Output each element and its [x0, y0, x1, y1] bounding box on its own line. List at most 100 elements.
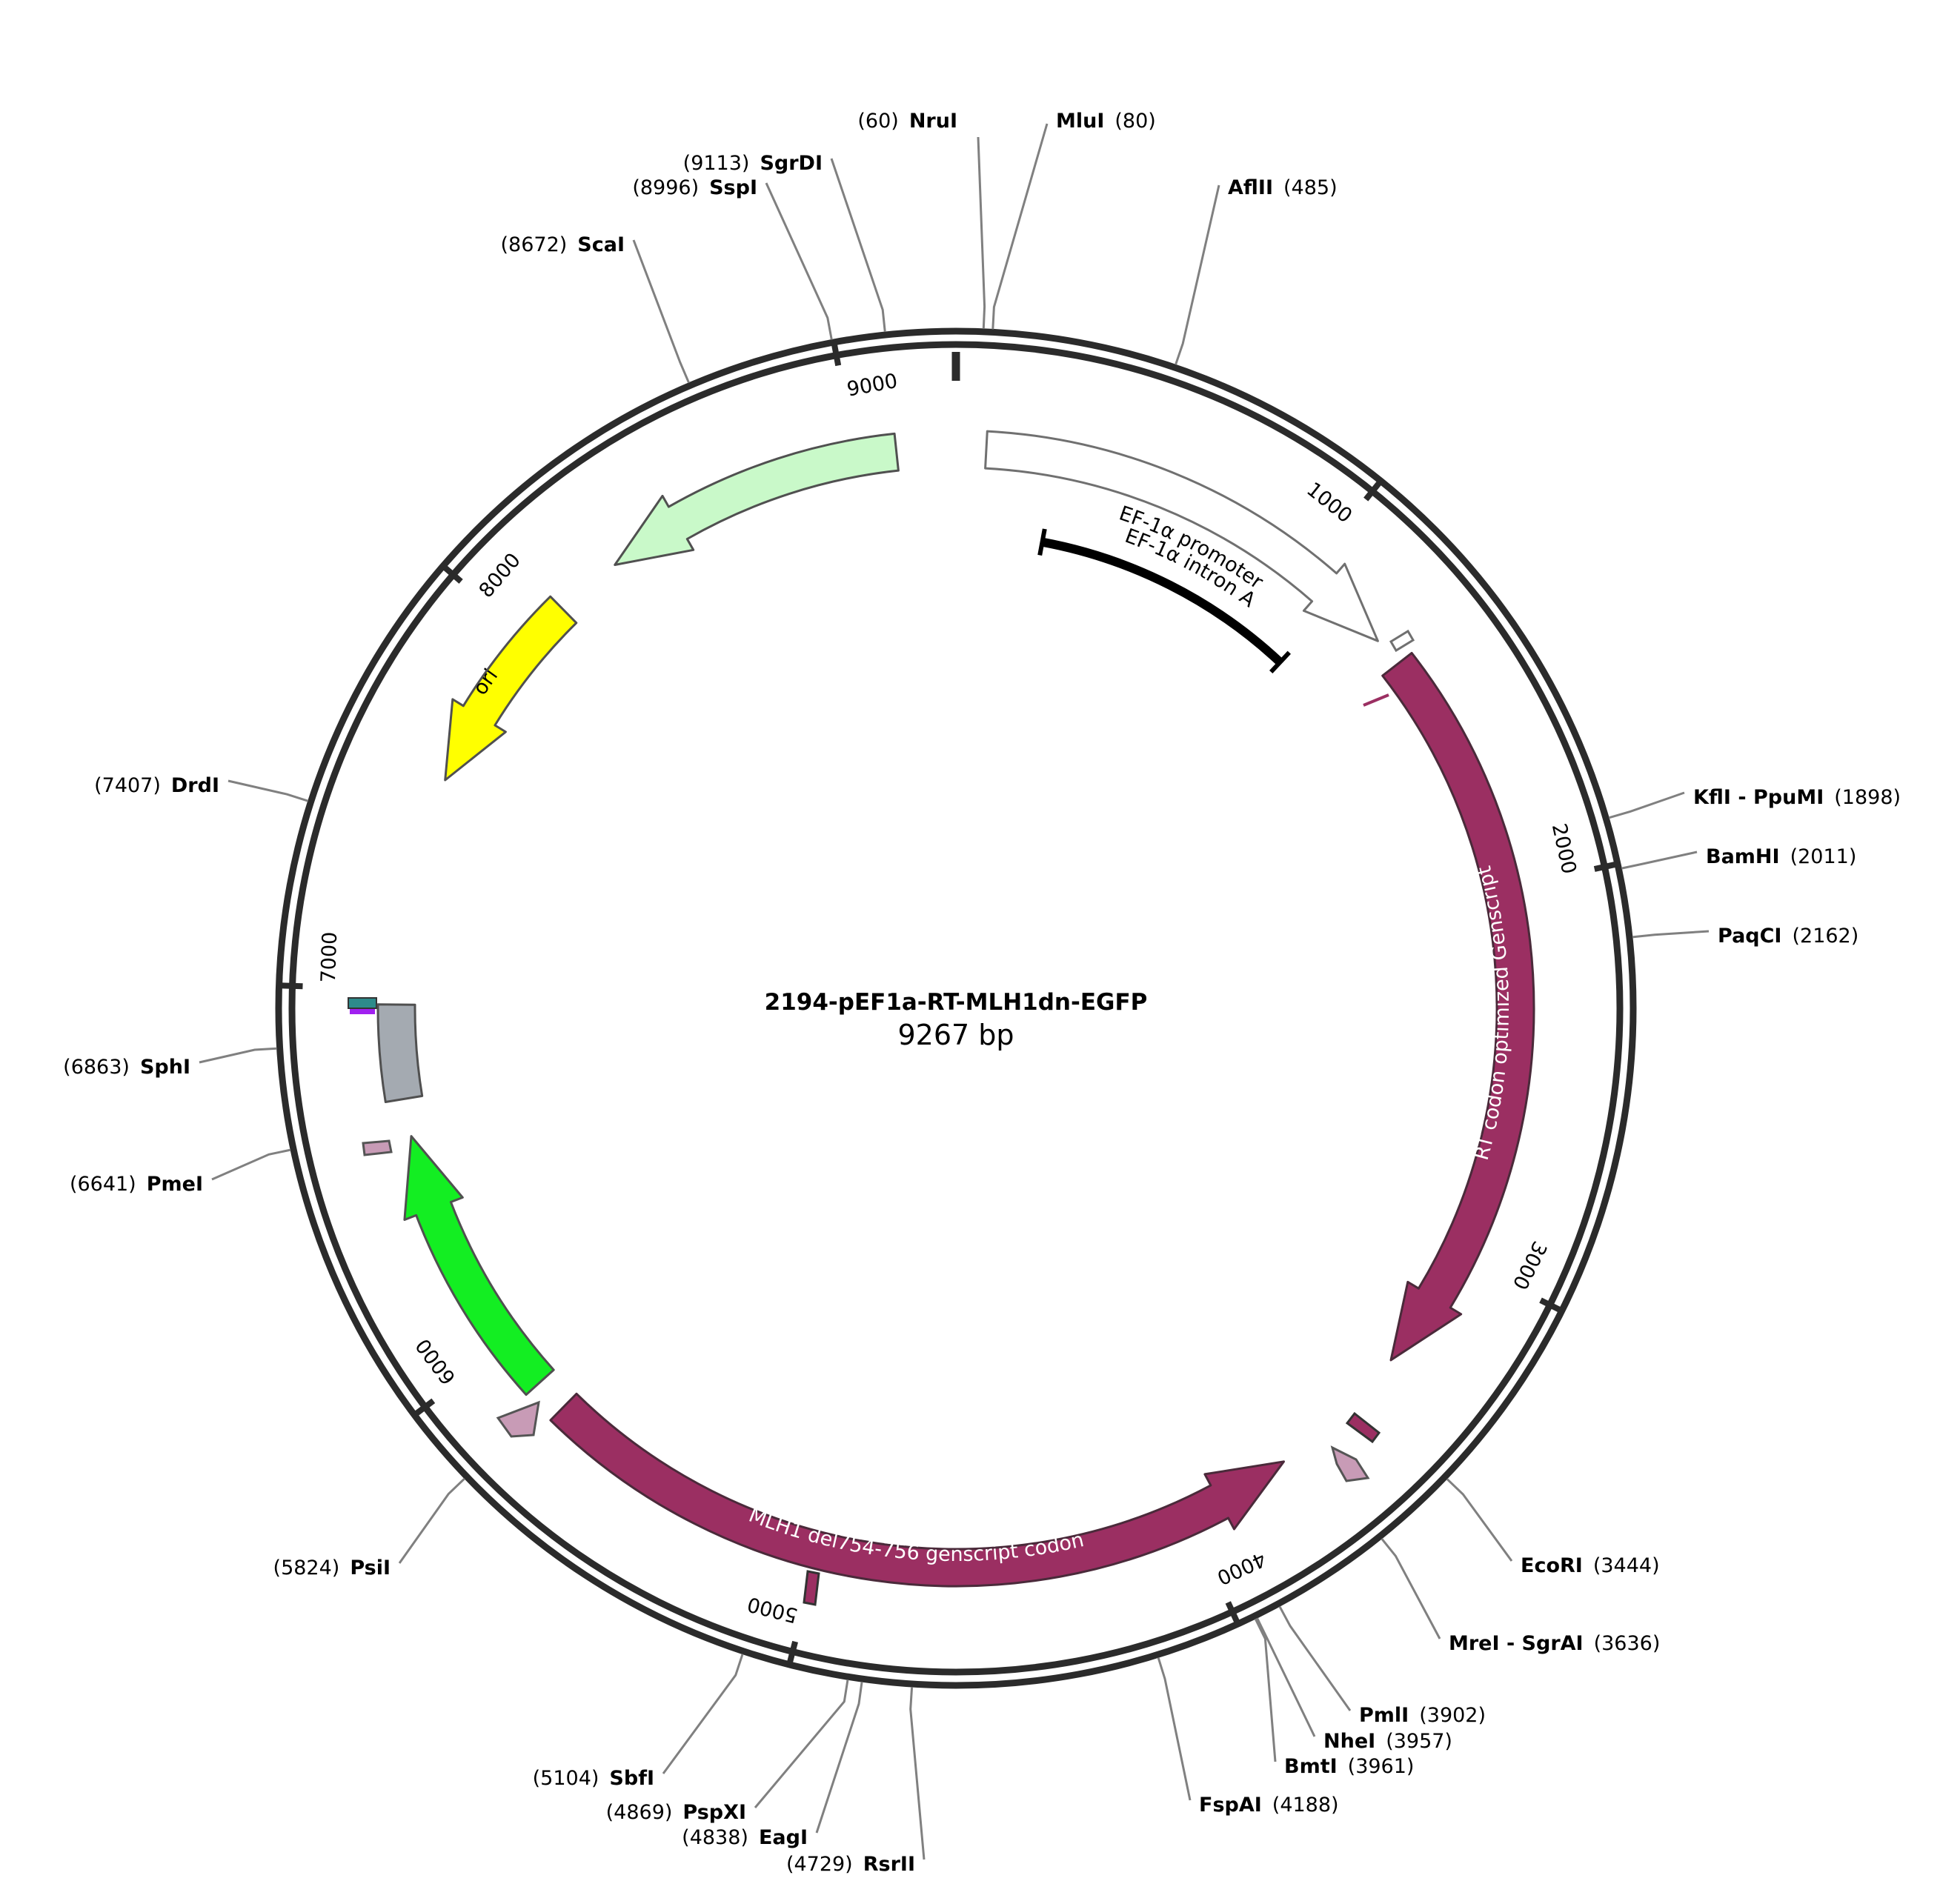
- feature-8-feature: [614, 432, 900, 566]
- tick-1000: [1363, 479, 1383, 502]
- tick-label-3000: 3000: [1508, 1237, 1551, 1293]
- site-pmli: PmlI(3902): [1278, 1605, 1486, 1727]
- site-pspxi: (4869)PspXI: [606, 1679, 849, 1824]
- site-label-bmti: BmtI(3961): [1284, 1755, 1414, 1778]
- small-feature-pink-1: [1330, 1445, 1370, 1482]
- site-mlui: MluI(80): [991, 110, 1156, 330]
- tick-label-6000: 6000: [411, 1334, 460, 1389]
- site-bamhi: BamHI(2011): [1621, 845, 1856, 870]
- site-leader-paqci: [1632, 930, 1710, 939]
- site-leader-sphi: [199, 1047, 277, 1064]
- feature-5-feature: [403, 1135, 555, 1396]
- tick-label-4000: 4000: [1214, 1547, 1269, 1589]
- tick-label-2000: 2000: [1547, 822, 1581, 876]
- site-kfli-ppumi: KflI - PpuMI(1898): [1608, 786, 1901, 819]
- site-fspai: FspAI(4188): [1157, 1657, 1339, 1817]
- site-label-scai: (8672)ScaI: [501, 233, 625, 256]
- site-leader-mlui: [991, 123, 1049, 330]
- feature-6-feature: [376, 1003, 424, 1103]
- backbone-outer-ring: [275, 327, 1637, 1689]
- rt-codon-optimized-genscript-feature: RT codon optimized Genscript: [1381, 651, 1535, 1362]
- site-leader-kfli-ppumi: [1608, 791, 1685, 819]
- small-feature-teal: [348, 997, 377, 1009]
- site-label-ecori: EcoRI(3444): [1521, 1554, 1660, 1577]
- tick-label-1000: 1000: [1302, 478, 1356, 527]
- site-rsrii: (4729)RsrII: [786, 1687, 926, 1876]
- tick-8000: [441, 563, 463, 584]
- feature-6-arrow: [376, 1003, 424, 1103]
- site-leader-pspxi: [754, 1679, 849, 1808]
- site-label-pmli: PmlI(3902): [1359, 1704, 1486, 1727]
- tick-label-9000: 9000: [846, 370, 900, 402]
- site-leader-psii: [398, 1477, 465, 1564]
- ori-arrow: [444, 595, 578, 782]
- site-aflii: AflII(485): [1175, 176, 1338, 365]
- ef-1-intron-a-cap-1: [1037, 528, 1047, 556]
- site-label-sbfi: (5104)SbfI: [533, 1767, 654, 1790]
- rt-codon-optimized-genscript-arrow: [1381, 651, 1535, 1362]
- site-sgrdi: (9113)SgrDI: [683, 152, 886, 333]
- small-feature-pink-2: [496, 1400, 540, 1438]
- site-label-sspi: (8996)SspI: [632, 176, 757, 199]
- small-feature-line: [1363, 693, 1389, 707]
- site-leader-mrei-sgrai: [1381, 1537, 1441, 1639]
- site-label-aflii: AflII(485): [1228, 176, 1338, 199]
- site-leader-fspai: [1157, 1657, 1192, 1801]
- tick-label-8000: 8000: [475, 549, 525, 602]
- site-label-kfli-ppumi: KflI - PpuMI(1898): [1693, 786, 1901, 809]
- site-label-pspxi: (4869)PspXI: [606, 1801, 746, 1824]
- mlh1-del754-756-genscript-codon-arrow: [549, 1392, 1285, 1588]
- site-leader-pmli: [1278, 1605, 1352, 1711]
- site-psii: (5824)PsiI: [273, 1477, 465, 1579]
- site-leader-drdi: [227, 779, 309, 802]
- tick-3000: [1539, 1297, 1564, 1314]
- site-scai: (8672)ScaI: [501, 233, 690, 384]
- site-leader-sgrdi: [830, 158, 886, 333]
- site-label-rsrii: (4729)RsrII: [786, 1853, 915, 1876]
- site-label-pmei: (6641)PmeI: [70, 1173, 203, 1196]
- tick-6000: [412, 1398, 436, 1418]
- tick-5000: [786, 1640, 798, 1665]
- site-leader-aflii: [1175, 184, 1220, 365]
- small-features: [348, 629, 1415, 1606]
- site-nrui: (60)NruI: [857, 110, 986, 329]
- plasmid-length: 9267 bp: [897, 1019, 1014, 1051]
- tick-label-5000: 5000: [745, 1592, 800, 1627]
- site-sspi: (8996)SspI: [632, 176, 833, 340]
- small-feature-purple: [350, 1009, 375, 1014]
- site-label-nrui: (60)NruI: [857, 110, 957, 133]
- site-label-mrei-sgrai: MreI - SgrAI(3636): [1449, 1632, 1660, 1655]
- site-label-psii: (5824)PsiI: [273, 1557, 391, 1579]
- ef-1-intron-a-arc: [1041, 537, 1283, 666]
- ef-1-intron-a-cap-2: [1269, 650, 1291, 674]
- site-nhei: NheI(3957): [1256, 1617, 1452, 1753]
- ori-feature: ori: [444, 595, 578, 782]
- site-label-paqci: PaqCI(2162): [1718, 925, 1858, 948]
- site-label-sgrdi: (9113)SgrDI: [683, 152, 823, 175]
- site-leader-scai: [632, 239, 690, 384]
- small-feature-magenta-1: [1345, 1411, 1381, 1444]
- feature-5-arrow: [403, 1135, 555, 1396]
- site-ecori: EcoRI(3444): [1446, 1478, 1660, 1577]
- feature-8-arrow: [614, 432, 900, 566]
- site-leader-sbfi: [662, 1654, 744, 1774]
- small-feature-pink-3: [362, 1139, 393, 1156]
- site-leader-bmti: [1254, 1618, 1277, 1762]
- restriction-sites: (60)NruI MluI(80) AflII(485) KflI - PpuMI(1…: [63, 110, 1901, 1876]
- site-mrei-sgrai: MreI - SgrAI(3636): [1381, 1537, 1660, 1655]
- site-label-sphi: (6863)SphI: [63, 1056, 190, 1079]
- site-sphi: (6863)SphI: [63, 1047, 277, 1079]
- site-drdi: (7407)DrdI: [94, 774, 309, 802]
- site-label-fspai: FspAI(4188): [1199, 1794, 1339, 1817]
- site-leader-rsrii: [909, 1687, 926, 1860]
- small-feature-white-1: [1389, 629, 1415, 653]
- backbone-inner-ring: [288, 341, 1624, 1676]
- site-pmei: (6641)PmeI: [70, 1148, 291, 1196]
- site-leader-sspi: [765, 182, 833, 340]
- site-leader-bamhi: [1621, 850, 1698, 870]
- site-leader-pmei: [211, 1148, 291, 1181]
- tick-9000: [831, 342, 842, 367]
- backbone-ring: [275, 327, 1637, 1689]
- site-label-bamhi: BamHI(2011): [1706, 845, 1856, 868]
